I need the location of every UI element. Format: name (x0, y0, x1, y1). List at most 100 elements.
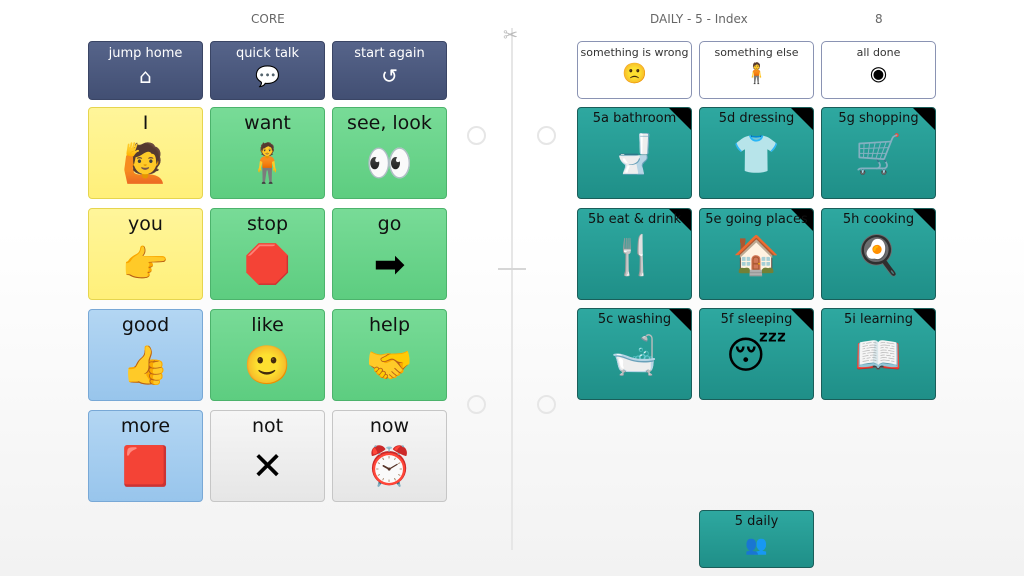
cell-label: good (121, 314, 170, 336)
cell-label: all done (856, 46, 901, 59)
cell-label: go (377, 213, 402, 235)
symbol-icon: 🙂 (243, 343, 292, 387)
symbol-icon: 🧍 (744, 61, 769, 85)
cell-label: you (128, 213, 163, 235)
symbol-icon: 🚽 (610, 132, 659, 176)
core-cell-you[interactable]: you 👉 (88, 208, 203, 300)
symbol-icon: 🧍 (243, 141, 292, 185)
folder-cell-5c-washing[interactable]: 5c washing🛁 (577, 308, 692, 400)
cell-label: start again (354, 46, 425, 61)
back-button-5-daily[interactable]: 5 daily 👥 (699, 510, 814, 568)
cell-label: 5b eat & drink (587, 212, 682, 227)
symbol-icon: 🟥 (121, 444, 170, 488)
circle-marker (467, 126, 486, 145)
cell-label: 5a bathroom (592, 111, 677, 126)
folder-corner-icon (669, 309, 691, 331)
core-cell-help[interactable]: help 🤝 (332, 309, 447, 401)
cell-label: like (251, 314, 284, 336)
quick-cell-something-is-wrong[interactable]: something is wrong 🙁 (577, 41, 692, 99)
symbol-icon: ➡ (373, 242, 406, 286)
cell-label: help (368, 314, 411, 336)
folder-corner-icon (669, 209, 691, 231)
core-title: CORE (251, 12, 285, 26)
folder-cell-5a-bathroom[interactable]: 5a bathroom 🚽 (577, 107, 692, 199)
core-cell-more[interactable]: more 🟥 (88, 410, 203, 502)
folder-corner-icon (913, 309, 935, 331)
nav-button-quick-talk[interactable]: quick talk💬 (210, 41, 325, 100)
core-cell-go[interactable]: go ➡ (332, 208, 447, 300)
divider (511, 28, 513, 550)
quick-cell-something-else[interactable]: something else 🧍 (699, 41, 814, 99)
cell-label: 5g shopping (838, 111, 919, 126)
folder-corner-icon (669, 108, 691, 130)
folder-corner-icon (791, 209, 813, 231)
cell-label: want (244, 112, 291, 134)
cell-label: not (251, 415, 284, 437)
cell-label: see, look (347, 112, 432, 134)
symbol-icon: 🛑 (243, 242, 292, 286)
nav-button-jump-home[interactable]: jump home ⌂ (88, 41, 203, 100)
symbol-icon: 🤝 (365, 343, 414, 387)
cell-label: 5f sleeping (720, 312, 793, 327)
circle-marker (467, 395, 486, 414)
cell-label: jump home (108, 46, 183, 61)
cell-label: now (369, 415, 410, 437)
symbol-icon: 😴 (726, 333, 787, 377)
cell-label: 5i learning (843, 312, 914, 327)
cell-label: 5e going places (705, 212, 808, 227)
folder-corner-icon (791, 309, 813, 331)
symbol-icon: 👍 (121, 343, 170, 387)
cell-label: more (120, 415, 171, 437)
core-cell-like[interactable]: like 🙂 (210, 309, 325, 401)
symbol-icon: ◉ (869, 61, 888, 85)
core-cell-I[interactable]: I🙋 (88, 107, 203, 199)
symbol-icon: 👀 (365, 141, 414, 185)
core-cell-not[interactable]: not ✕ (210, 410, 325, 502)
cell-label: 5d dressing (718, 111, 795, 126)
cell-label: quick talk (235, 46, 300, 61)
page-title: DAILY - 5 - Index (650, 12, 748, 26)
circle-marker (537, 395, 556, 414)
symbol-icon: 👉 (121, 242, 170, 286)
symbol-icon: 🛒 (854, 132, 903, 176)
circle-marker (537, 126, 556, 145)
cell-label: 5c washing (597, 312, 672, 327)
folder-cell-5b-eat-drink[interactable]: 5b eat & drink🍴 (577, 208, 692, 300)
symbol-icon: 📖 (854, 333, 903, 377)
folder-corner-icon (913, 108, 935, 130)
quick-cell-all-done[interactable]: all done ◉ (821, 41, 936, 99)
cell-label: something is wrong (580, 46, 689, 59)
core-cell-good[interactable]: good 👍 (88, 309, 203, 401)
symbol-icon: 🏠 (732, 233, 781, 277)
symbol-icon: 👕 (732, 132, 781, 176)
folder-cell-5i-learning[interactable]: 5i learning 📖 (821, 308, 936, 400)
divider-handle[interactable] (498, 268, 526, 270)
symbol-icon: 🙋 (121, 141, 170, 185)
symbol-icon: ⏰ (365, 444, 414, 488)
folder-cell-5f-sleeping[interactable]: 5f sleeping 😴 (699, 308, 814, 400)
cell-label: something else (714, 46, 799, 59)
symbol-icon: 🍳 (854, 233, 903, 277)
core-cell-see-look[interactable]: see, look 👀 (332, 107, 447, 199)
folder-cell-5h-cooking[interactable]: 5h cooking 🍳 (821, 208, 936, 300)
cell-label: stop (246, 213, 289, 235)
core-cell-now[interactable]: now ⏰ (332, 410, 447, 502)
folder-cell-5e-going-places[interactable]: 5e going places 🏠 (699, 208, 814, 300)
folder-cell-5g-shopping[interactable]: 5g shopping 🛒 (821, 107, 936, 199)
cell-label: 5h cooking (842, 212, 915, 227)
symbol-icon: ✕ (251, 444, 284, 488)
folder-corner-icon (791, 108, 813, 130)
core-cell-want[interactable]: want 🧍 (210, 107, 325, 199)
folder-corner-icon (913, 209, 935, 231)
home-icon: ⌂ (139, 64, 152, 88)
symbol-icon: 👥 (745, 535, 768, 556)
cell-label: 5 daily (734, 514, 779, 529)
folder-cell-5d-dressing[interactable]: 5d dressing 👕 (699, 107, 814, 199)
scissors-icon[interactable]: ✂ (503, 25, 519, 46)
symbol-icon: 🙁 (622, 61, 647, 85)
undo-icon: ↺ (381, 64, 398, 88)
nav-button-start-again[interactable]: start again ↺ (332, 41, 447, 100)
cell-label: I (142, 112, 149, 134)
core-cell-stop[interactable]: stop 🛑 (210, 208, 325, 300)
page-number: 8 (875, 12, 883, 26)
